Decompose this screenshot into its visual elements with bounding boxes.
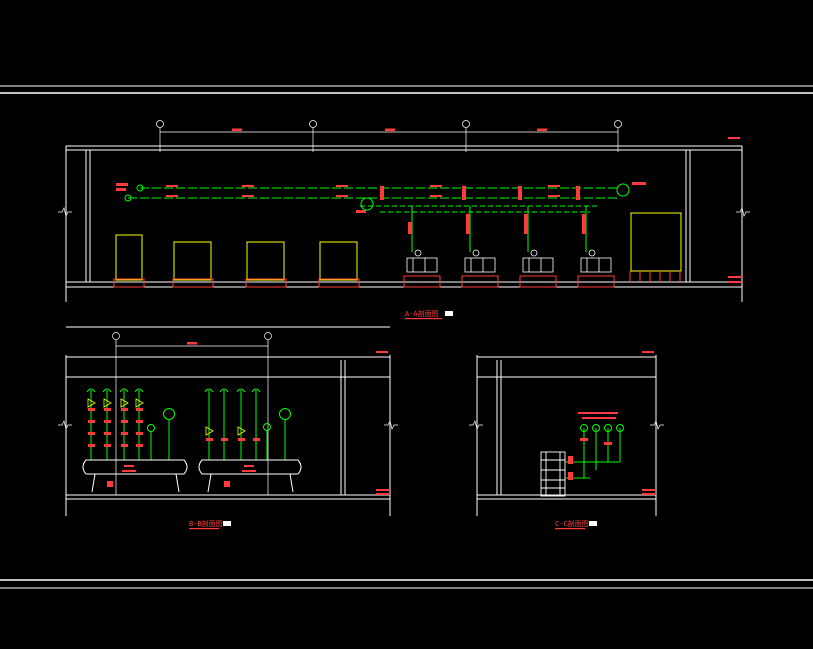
b-b-valve-icons: [87, 398, 246, 436]
a-a-pipe-fittings: [124, 183, 630, 211]
a-a-main-pipes: [128, 187, 620, 213]
pump-unit-icon: [522, 249, 554, 273]
b-b-risers: [86, 388, 291, 460]
axis-marker-icon: [264, 332, 272, 340]
a-a-scale-box: [445, 311, 453, 316]
pump-unit-icon: [406, 249, 438, 273]
b-b-tanks: [82, 459, 302, 493]
valve-icon: [205, 426, 214, 436]
b-b-elevation-marks: [376, 351, 390, 495]
c-c-elevation-marks: [642, 351, 656, 495]
section-c-c: C-C剖面图: [469, 351, 664, 530]
pump-header-icon: [360, 197, 374, 211]
b-b-dimension-line: [112, 332, 272, 495]
b-b-valves: [88, 408, 260, 447]
tank-1: [115, 234, 143, 281]
elevation-mark-icon: [728, 137, 740, 139]
a-a-drop-pipe-tags: [408, 214, 586, 234]
pressure-gauge-icon: [263, 423, 271, 431]
valve-icon: [237, 426, 246, 436]
c-c-scale-box: [589, 521, 597, 526]
pressure-gauge-icon: [147, 424, 155, 432]
b-b-building-outline: [65, 355, 391, 516]
a-a-pipe-labels: [116, 182, 646, 213]
b-b-break-marks: [58, 419, 398, 431]
control-cabinet: [630, 212, 682, 272]
a-a-pumps: [406, 249, 612, 273]
pressure-gauge-icon: [616, 424, 624, 432]
c-c-view-title: C-C剖面图: [555, 519, 589, 528]
pressure-gauge-icon: [580, 424, 588, 432]
pressure-gauge-icon: [279, 408, 291, 420]
tank-3: [246, 241, 285, 281]
a-a-drop-pipes: [411, 206, 587, 252]
pressure-gauge-icon: [604, 424, 612, 432]
elevation-mark-icon: [728, 276, 742, 278]
c-c-pipes: [565, 424, 624, 479]
pump-unit-icon: [580, 249, 612, 273]
a-a-dimension-ticks: [232, 128, 547, 131]
c-c-building-outline: [476, 355, 657, 516]
valve-icon: [87, 398, 96, 408]
axis-marker-icon: [156, 120, 164, 128]
tank-4: [319, 241, 358, 281]
elevation-mark-icon: [728, 281, 742, 283]
axis-marker-icon: [309, 120, 317, 128]
a-a-break-marks: [58, 206, 750, 218]
a-a-elevation-marks: [728, 137, 742, 283]
sheet-frame: [0, 85, 813, 589]
valve-icon: [103, 398, 112, 408]
b-b-title-underline: [189, 528, 219, 530]
pressure-gauge-icon: [592, 424, 600, 432]
section-a-a: A-A剖面图: [58, 120, 750, 320]
a-a-dimension-line: [159, 128, 619, 152]
a-a-view-title: A-A剖面图: [405, 309, 439, 318]
a-a-tanks: [115, 212, 682, 281]
c-c-break-marks: [469, 419, 664, 431]
a-a-axis-markers: [156, 120, 622, 128]
pipe-end-icon: [124, 194, 132, 202]
pump-unit-icon: [464, 249, 496, 273]
a-a-foundations: [113, 271, 681, 288]
tank-2: [173, 241, 212, 281]
b-b-view-title: B-B剖面图: [189, 519, 223, 528]
b-b-dimension-tick: [187, 342, 197, 345]
section-b-b: B-B剖面图: [58, 326, 398, 530]
c-c-annotations: [568, 412, 618, 480]
b-b-scale-box: [223, 521, 231, 526]
valve-icon: [120, 398, 129, 408]
pressure-gauge-icon: [163, 408, 175, 420]
a-a-title-underline: [405, 318, 442, 320]
pump-header-icon: [616, 183, 630, 197]
b-b-tank-tags: [107, 465, 256, 487]
axis-marker-icon: [112, 332, 120, 340]
axis-marker-icon: [462, 120, 470, 128]
pipe-end-icon: [136, 184, 144, 192]
c-c-equipment-rack: [540, 451, 566, 497]
valve-icon: [135, 398, 144, 408]
c-c-title-underline: [555, 528, 585, 530]
axis-marker-icon: [614, 120, 622, 128]
